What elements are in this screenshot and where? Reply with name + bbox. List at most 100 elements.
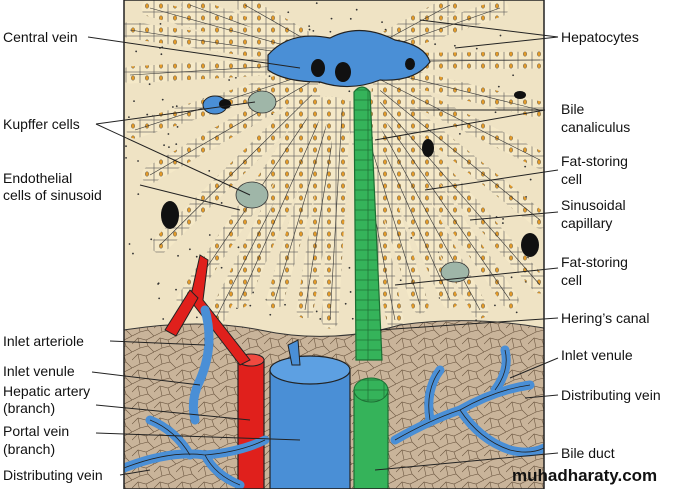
leader-distributing-vein-left [119, 469, 151, 476]
sinusoid-dot [510, 276, 513, 279]
sinusoid-dot [150, 238, 153, 241]
leader-portal-vein [95, 432, 301, 441]
sinusoid-dot [175, 143, 178, 146]
sinusoid-lumen-dark [514, 91, 526, 99]
sinusoid-dot [195, 255, 198, 258]
sinusoid-dot [312, 29, 315, 32]
sinusoid-dot [176, 125, 179, 128]
sinusoid-dot [308, 28, 311, 31]
hepatocyte-plate-axis [374, 104, 511, 301]
sinusoid-dot [434, 43, 437, 46]
central-vein-opening [311, 59, 325, 77]
sinusoid-dot [499, 34, 502, 37]
kupffer-cell [235, 181, 269, 209]
sinusoid-dot [349, 291, 352, 293]
label-portal-vein-line1: Portal vein [3, 423, 70, 439]
sinusoid-dot [137, 193, 140, 196]
leader-inlet-venule-right [509, 357, 559, 379]
sinusoid-dot [162, 318, 165, 320]
leader-central-vein [87, 36, 301, 69]
label-fat-storing-2-line2: cell [561, 272, 583, 288]
sinusoid-dot [501, 222, 504, 224]
sinusoid-dot [524, 165, 527, 168]
label-endothelial-line2: cells of sinusoid [3, 187, 102, 203]
sinusoid-dot [195, 316, 198, 319]
label-kupffer-cells: Kupffer cells [3, 116, 80, 132]
kupffer-cell [247, 90, 277, 114]
sinusoid-dot [146, 113, 149, 116]
label-fat-storing-2-line1: Fat-storing [561, 254, 628, 270]
sinusoid-dot [525, 196, 527, 198]
sinusoid-dot [175, 288, 177, 291]
sinusoid-dot [158, 297, 161, 300]
sinusoid-dot [515, 311, 518, 314]
label-distributing-vein-right: Distributing vein [561, 387, 661, 403]
sinusoid-dot [228, 79, 231, 81]
label-hepatic-artery-line2: (branch) [3, 400, 56, 416]
bile-duct [353, 389, 389, 489]
sinusoid-dot [175, 105, 178, 108]
sinusoid-dot [268, 75, 271, 78]
sinusoid-dot [344, 302, 347, 305]
label-sinusoidal-line2: capillary [561, 215, 613, 231]
leader-fat-storing-2 [394, 267, 559, 286]
illustration-frame [123, 0, 545, 489]
hepatocyte-plate-axis [159, 94, 312, 246]
sinusoid-dot [494, 111, 497, 114]
sinusoid-dot [132, 252, 134, 255]
hepatocyte-plate-axis [239, 104, 327, 301]
sinusoid-dot [135, 50, 138, 53]
sinusoid-dot [171, 106, 174, 108]
sinusoid-dot [512, 74, 515, 77]
sinusoid-dot [355, 8, 358, 11]
sinusoid-dot [502, 218, 504, 220]
sinusoid-dot [315, 2, 318, 5]
sinusoid-dot [494, 304, 496, 307]
sinusoid-dot [188, 248, 191, 251]
sinusoid-dot [137, 160, 139, 162]
label-portal-vein-line2: (branch) [3, 441, 56, 457]
portal-vein-top [269, 355, 351, 385]
sinusoid-dot [399, 279, 402, 282]
leader-fat-storing-1 [424, 169, 559, 191]
label-inlet-venule-right: Inlet venule [561, 347, 633, 363]
sinusoid-dot [330, 17, 333, 20]
sinusoid-dot [475, 47, 478, 50]
label-bile-canaliculus-line2: canaliculus [561, 119, 631, 135]
leader-hepatic-artery [95, 404, 251, 421]
label-fat-storing-1-line2: cell [561, 171, 583, 187]
central-vein-opening [335, 62, 351, 82]
leader-inlet-venule-left [91, 371, 201, 386]
sinusoid-dot [319, 318, 322, 320]
leader-lines [87, 19, 559, 476]
leader-distributing-vein-right [524, 394, 559, 399]
sinusoid-dot [497, 85, 500, 88]
sinusoid-dot [458, 132, 461, 135]
leader-sinusoidal [469, 211, 559, 221]
hepatocyte-plate-axis [329, 108, 343, 321]
sinusoid-dot [234, 76, 237, 79]
sinusoid-dot [329, 30, 332, 33]
distributing-vein-left-outline [124, 419, 266, 486]
leader-kupffer-1 [95, 123, 251, 196]
herings-canal [353, 86, 383, 361]
sinusoid-dot [157, 283, 159, 285]
central-vein-opening [405, 58, 415, 70]
sinusoid-dot [237, 246, 240, 249]
leader-kupffer-2 [95, 101, 256, 125]
sinusoid-dot [177, 254, 179, 257]
sinusoid-lumen-dark [422, 139, 434, 157]
sinusoid-dot [159, 22, 162, 25]
sinusoid-dot [208, 169, 211, 172]
sinusoid-dot [410, 237, 413, 239]
illustration-content [124, 0, 544, 489]
portal-vein-branch [287, 339, 301, 366]
label-central-vein: Central vein [3, 29, 78, 45]
sinusoid-dot [308, 25, 311, 28]
sinusoid-dot [208, 234, 211, 236]
sinusoid-dot [220, 202, 223, 204]
bile-duct-top [353, 377, 389, 403]
inlet-venule-left [188, 305, 214, 425]
